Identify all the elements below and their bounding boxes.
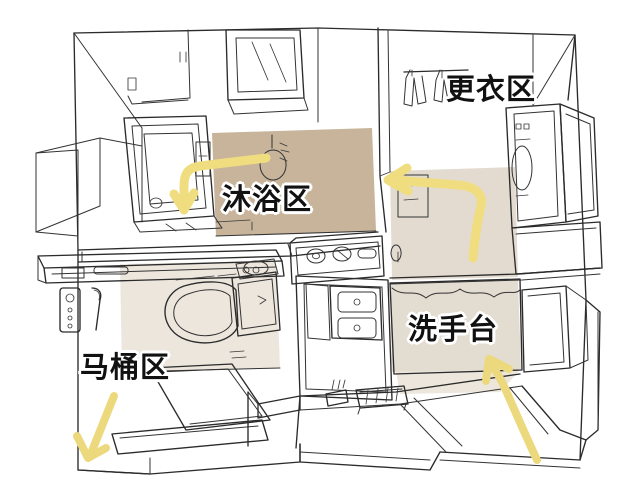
zone-label-shower-text: 沐浴区 <box>220 180 313 218</box>
washbasin-arrow <box>482 355 541 464</box>
zone-label-changing: 更衣区 <box>444 66 537 108</box>
washbasin-floor <box>390 279 521 372</box>
zone-label-toilet-text: 马桶区 <box>78 348 171 386</box>
changing-arrow <box>383 163 486 263</box>
shower-zone-objects <box>123 29 377 237</box>
zone-label-washbasin-text: 洗手台 <box>406 310 499 348</box>
toilet-arrow <box>73 392 118 462</box>
zone-label-shower: 沐浴区 <box>220 176 313 218</box>
shower-arrow <box>169 153 271 215</box>
floor-fills <box>120 128 521 394</box>
lower-floor-slabs <box>77 299 601 475</box>
center-divider <box>37 231 385 285</box>
toilet-floor <box>120 261 280 372</box>
guide-arrows <box>73 153 541 464</box>
zone-label-toilet: 马桶区 <box>78 344 171 386</box>
changing-floor <box>390 167 518 280</box>
zone-label-changing-text: 更衣区 <box>444 70 537 108</box>
shower-floor <box>212 128 376 236</box>
zone-label-washbasin: 洗手台 <box>406 306 499 348</box>
